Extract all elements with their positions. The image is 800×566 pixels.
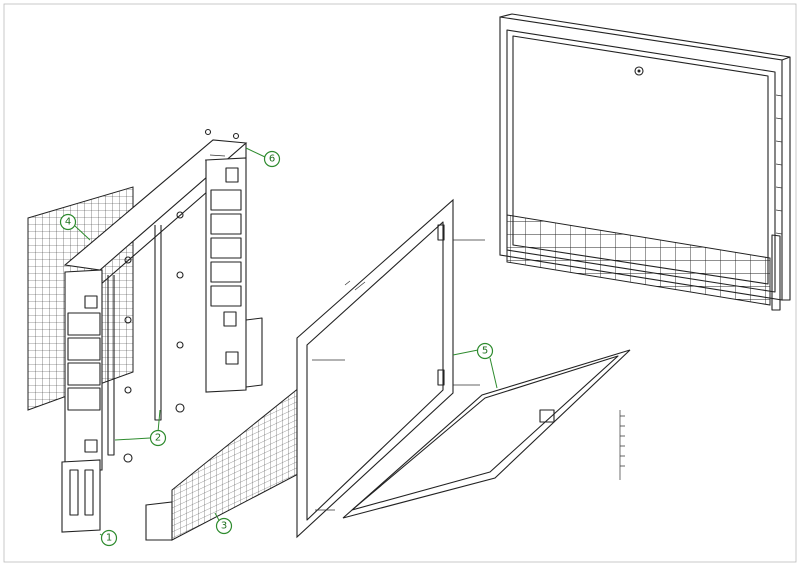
lower-mesh (506, 214, 771, 306)
page-border (3, 3, 797, 563)
callout-1: 1 (100, 529, 118, 547)
callout-4: 4 (59, 213, 77, 231)
callout-4-label: 4 (65, 217, 71, 228)
upright-slots-right (210, 189, 242, 307)
upright-slots-left (67, 312, 101, 411)
callout-6-label: 6 (269, 154, 275, 165)
assembled-cabinet (499, 13, 791, 311)
door-panel (342, 349, 631, 519)
callout-6: 6 (263, 150, 281, 168)
mounting-frame (61, 128, 263, 533)
leader-lines (74, 147, 498, 539)
callout-5-label: 5 (482, 346, 488, 357)
callout-1-label: 1 (106, 533, 112, 544)
callout-3: 3 (215, 517, 233, 535)
callout-3-label: 3 (221, 521, 227, 532)
rail-screws (123, 211, 185, 463)
callout-2-label: 2 (155, 433, 161, 444)
callout-5: 5 (476, 342, 494, 360)
lock-keyhole-icon (637, 69, 641, 73)
lock-icon (634, 66, 644, 76)
callout-2: 2 (149, 429, 167, 447)
scale-ruler (619, 410, 625, 480)
side-louvres (775, 94, 783, 235)
mesh-end-cap (145, 501, 173, 541)
door-lock-icon (539, 409, 555, 423)
front-frame-5 (296, 198, 485, 539)
